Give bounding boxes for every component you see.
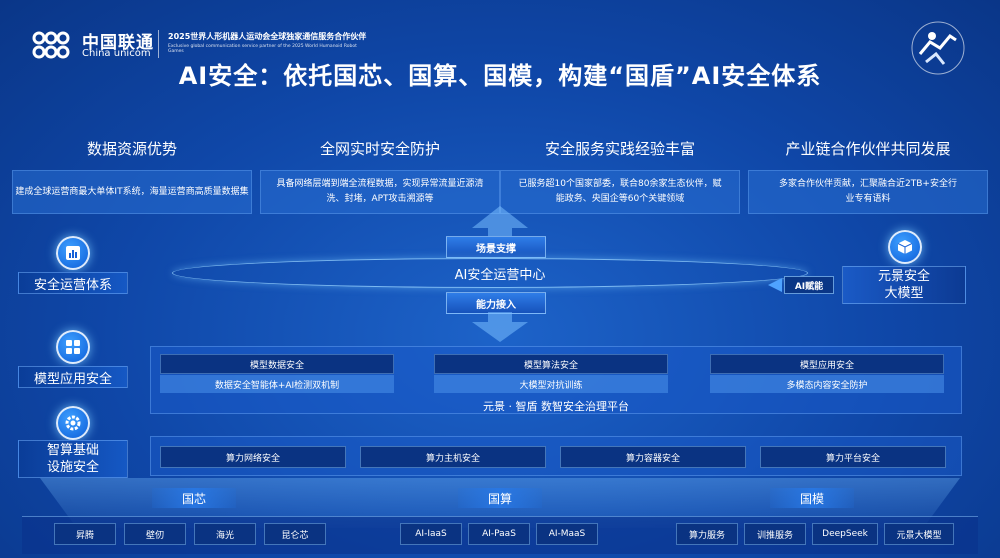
page-title: AI安全：依托国芯、国算、国模，构建“国盾”AI安全体系 [178, 62, 822, 90]
pillar-title-1: 数据资源优势 [86, 140, 177, 158]
model-item-4: 元景大模型 [884, 523, 954, 545]
model-label: 元景安全 大模型 [842, 268, 966, 302]
partner-text-cn: 2025世界人形机器人运动会全球独家通信服务合作伙伴 [168, 32, 367, 41]
scene-support-tag: 场景支撑 [446, 236, 546, 258]
model-security-sub-1: 数据安全智能体+AI检测双机制 [160, 375, 394, 393]
chip-item-3: 海光 [194, 523, 256, 545]
category-label-compute: 国算 [458, 488, 542, 508]
category-label-chips: 国芯 [152, 488, 236, 508]
left-arrow-icon [768, 278, 782, 292]
row-label-compute-infra-line1: 智算基础 [46, 443, 99, 458]
model-security-head-1: 模型数据安全 [160, 354, 394, 374]
chip-item-1: 昇腾 [54, 523, 116, 545]
compute-security-item-3: 算力容器安全 [560, 446, 746, 468]
capability-access-tag: 能力接入 [446, 292, 546, 314]
compute-security-item-1: 算力网络安全 [160, 446, 346, 468]
down-arrow-icon [472, 312, 528, 342]
brand-name-cn: 中国联通 [82, 33, 154, 53]
pillar-text-2: 具备网络层端到端全流程数据，实现异常流量近源清洗、封堵，APT攻击溯源等 [260, 170, 500, 214]
grid-icon [56, 330, 90, 364]
model-security-sub-3: 多模态内容安全防护 [710, 375, 944, 393]
compute-item-1: AI-IaaS [400, 523, 462, 545]
row-label-compute-infra-line2: 设施安全 [46, 460, 99, 475]
pillar-title-3: 安全服务实践经验丰富 [544, 140, 695, 158]
games-emblem-icon [911, 21, 965, 75]
pillar-title-2: 全网实时安全防护 [319, 140, 440, 158]
row-label-ops: 安全运营体系 [18, 272, 128, 294]
header-divider [158, 30, 159, 58]
pillar-text-4: 多家合作伙伴贡献，汇聚融合近2TB+安全行业专有语料 [748, 170, 988, 214]
ops-center-label: AI安全运营中心 [454, 268, 546, 283]
brand-name-en: China unicom [82, 48, 151, 59]
gear-icon [56, 406, 90, 440]
cube-icon [888, 230, 922, 264]
model-item-1: 算力服务 [676, 523, 738, 545]
compute-security-item-4: 算力平台安全 [760, 446, 946, 468]
pillar-title-4: 产业链合作伙伴共同发展 [785, 140, 951, 158]
platform-label: 元景 · 智盾 数智安全治理平台 [483, 400, 629, 413]
pillar-text-3: 已服务超10个国家部委，联合80余家生态伙伴，赋能政务、央国企等60个关键领域 [500, 170, 740, 214]
pillar-text-1: 建成全球运营商最大单体IT系统，海量运营商高质量数据集 [12, 170, 252, 214]
model-label-line2: 大模型 [884, 286, 924, 301]
compute-security-item-2: 算力主机安全 [360, 446, 546, 468]
chip-item-2: 壁仞 [124, 523, 186, 545]
model-security-head-2: 模型算法安全 [434, 354, 668, 374]
partner-text-en: Exclusive global communication service p… [168, 44, 357, 54]
chip-item-4: 昆仑芯 [264, 523, 326, 545]
up-arrow-icon [472, 206, 528, 238]
row-label-compute-infra: 智算基础 设施安全 [18, 440, 128, 478]
category-label-models: 国模 [770, 488, 854, 508]
model-security-sub-2: 大模型对抗训练 [434, 375, 668, 393]
model-security-head-3: 模型应用安全 [710, 354, 944, 374]
chart-icon [56, 236, 90, 270]
model-item-3: DeepSeek [812, 523, 878, 545]
compute-item-3: AI-MaaS [536, 523, 598, 545]
ai-empower-tag: AI赋能 [784, 276, 834, 294]
row-label-model-app: 模型应用安全 [18, 366, 128, 388]
model-box [842, 266, 966, 304]
model-label-line1: 元景安全 [877, 269, 930, 284]
model-item-2: 训推服务 [744, 523, 806, 545]
china-unicom-logo [32, 31, 70, 59]
ops-center-ring [172, 258, 808, 288]
compute-item-2: AI-PaaS [468, 523, 530, 545]
